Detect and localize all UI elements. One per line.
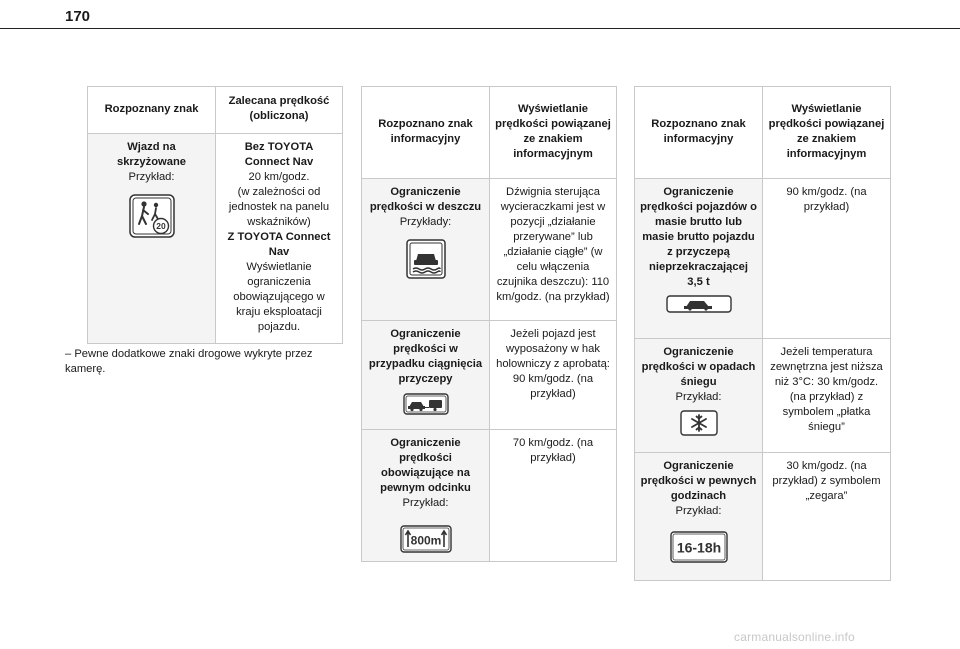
time-window-text: 16-18h (676, 540, 720, 556)
sign-example-label: Przykład: (402, 497, 449, 509)
value-line: Z TOYOTA Connect Nav (227, 231, 331, 258)
sign-name: Ograniczenie prędkości w deszczu (369, 186, 482, 213)
table2-sign-cell: Ograniczenie prędkości obowiązujące na p… (361, 429, 490, 562)
table2-value-cell: Dźwignia sterująca wycieraczkami jest w … (489, 178, 617, 321)
table2-value-cell: 70 km/godz. (na przykład) (489, 429, 617, 562)
table3-sign-cell: Ograniczenie prędkości w opadach śniegu … (634, 338, 763, 453)
sign-example-label: Przykład: (128, 171, 175, 183)
car-weight-icon (665, 295, 732, 313)
table3-header-sign: Rozpoznano znak informacyjny (634, 86, 763, 179)
table2-value-cell: Jeżeli pojazd jest wyposażony w hak holo… (489, 320, 617, 430)
sign-example-label: Przykład: (675, 505, 722, 517)
table1-header-value: Zalecana prędkość (obliczona) (215, 86, 343, 134)
zone-speed-text: 20 (156, 221, 166, 231)
table2-header-value: Wyświetlanie prędkości powiązanej ze zna… (489, 86, 617, 179)
table1-sign-cell: Wjazd na skrzyżowane Przykład: 20 (87, 133, 216, 344)
value-line: (w zależności od jednostek na panelu wsk… (228, 186, 330, 228)
table3-header-value: Wyświetlanie prędkości powiązanej ze zna… (762, 86, 891, 179)
table3-sign-cell: Ograniczenie prędkości w pewnych godzina… (634, 452, 763, 581)
distance-800m-icon: 800m (399, 525, 452, 553)
info-signs-table-2: Rozpoznano znak informacyjny Wyświetlani… (634, 86, 891, 581)
value-line: Bez TOYOTA Connect Nav (244, 141, 314, 168)
page-number: 170 (65, 8, 91, 25)
table2-sign-cell: Ograniczenie prędkości w przypadku ciągn… (361, 320, 490, 430)
value-line: 20 km/godz. (248, 171, 310, 183)
rain-car-icon (405, 239, 446, 279)
time-window-icon: 16-18h (669, 531, 728, 563)
sign-example-label: Przykład: (675, 391, 722, 403)
value-line: Wyświetlanie ograniczenia obowiązującego… (233, 261, 325, 333)
pedestrian-zone-20-icon: 20 (128, 194, 175, 238)
top-rule (0, 28, 960, 29)
snowflake-icon (679, 410, 718, 436)
watermark: carmanualsonline.info (734, 630, 855, 644)
sign-name: Ograniczenie prędkości pojazdów o masie … (640, 186, 757, 288)
table1-value-cell: Bez TOYOTA Connect Nav 20 km/godz. (w za… (215, 133, 343, 344)
recommended-speed-table: Rozpoznany znak Zalecana prędkość (oblic… (87, 86, 343, 344)
sign-example-label: Przykłady: (399, 216, 452, 228)
table3-value-cell: 30 km/godz. (na przykład) z symbolem „ze… (762, 452, 891, 581)
table3-sign-cell: Ograniczenie prędkości pojazdów o masie … (634, 178, 763, 339)
sign-name: Ograniczenie prędkości w opadach śniegu (641, 346, 756, 388)
table3-value-cell: Jeżeli temperatura zewnętrzna jest niższ… (762, 338, 891, 453)
sign-name: Wjazd na skrzyżowane (116, 141, 187, 168)
additional-signs-note: – Pewne dodatkowe znaki drogowe wykryte … (65, 348, 313, 375)
table2-sign-cell: Ograniczenie prędkości w deszczu Przykła… (361, 178, 490, 321)
table3-value-cell: 90 km/godz. (na przykład) (762, 178, 891, 339)
sign-name: Ograniczenie prędkości w przypadku ciągn… (368, 328, 483, 385)
distance-text: 800m (410, 534, 441, 548)
info-signs-table-1: Rozpoznano znak informacyjny Wyświetlani… (361, 86, 617, 562)
car-trailer-icon (402, 393, 449, 415)
table1-header-sign: Rozpoznany znak (87, 86, 216, 134)
table2-header-sign: Rozpoznano znak informacyjny (361, 86, 490, 179)
sign-name: Ograniczenie prędkości w pewnych godzina… (640, 460, 757, 502)
sign-name: Ograniczenie prędkości obowiązujące na p… (380, 437, 471, 494)
